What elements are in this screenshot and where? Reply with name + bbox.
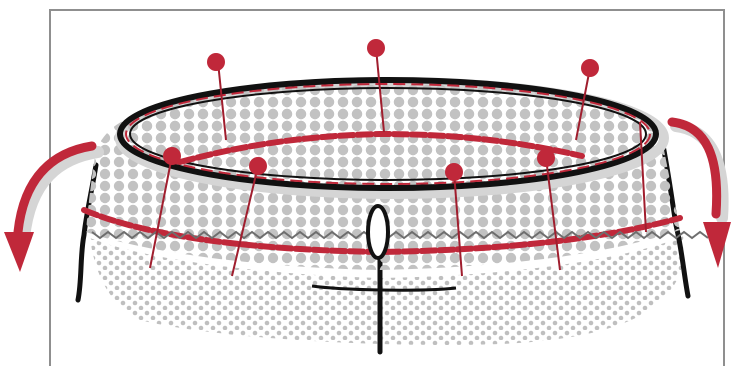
waist-opening-icon [368, 206, 388, 258]
